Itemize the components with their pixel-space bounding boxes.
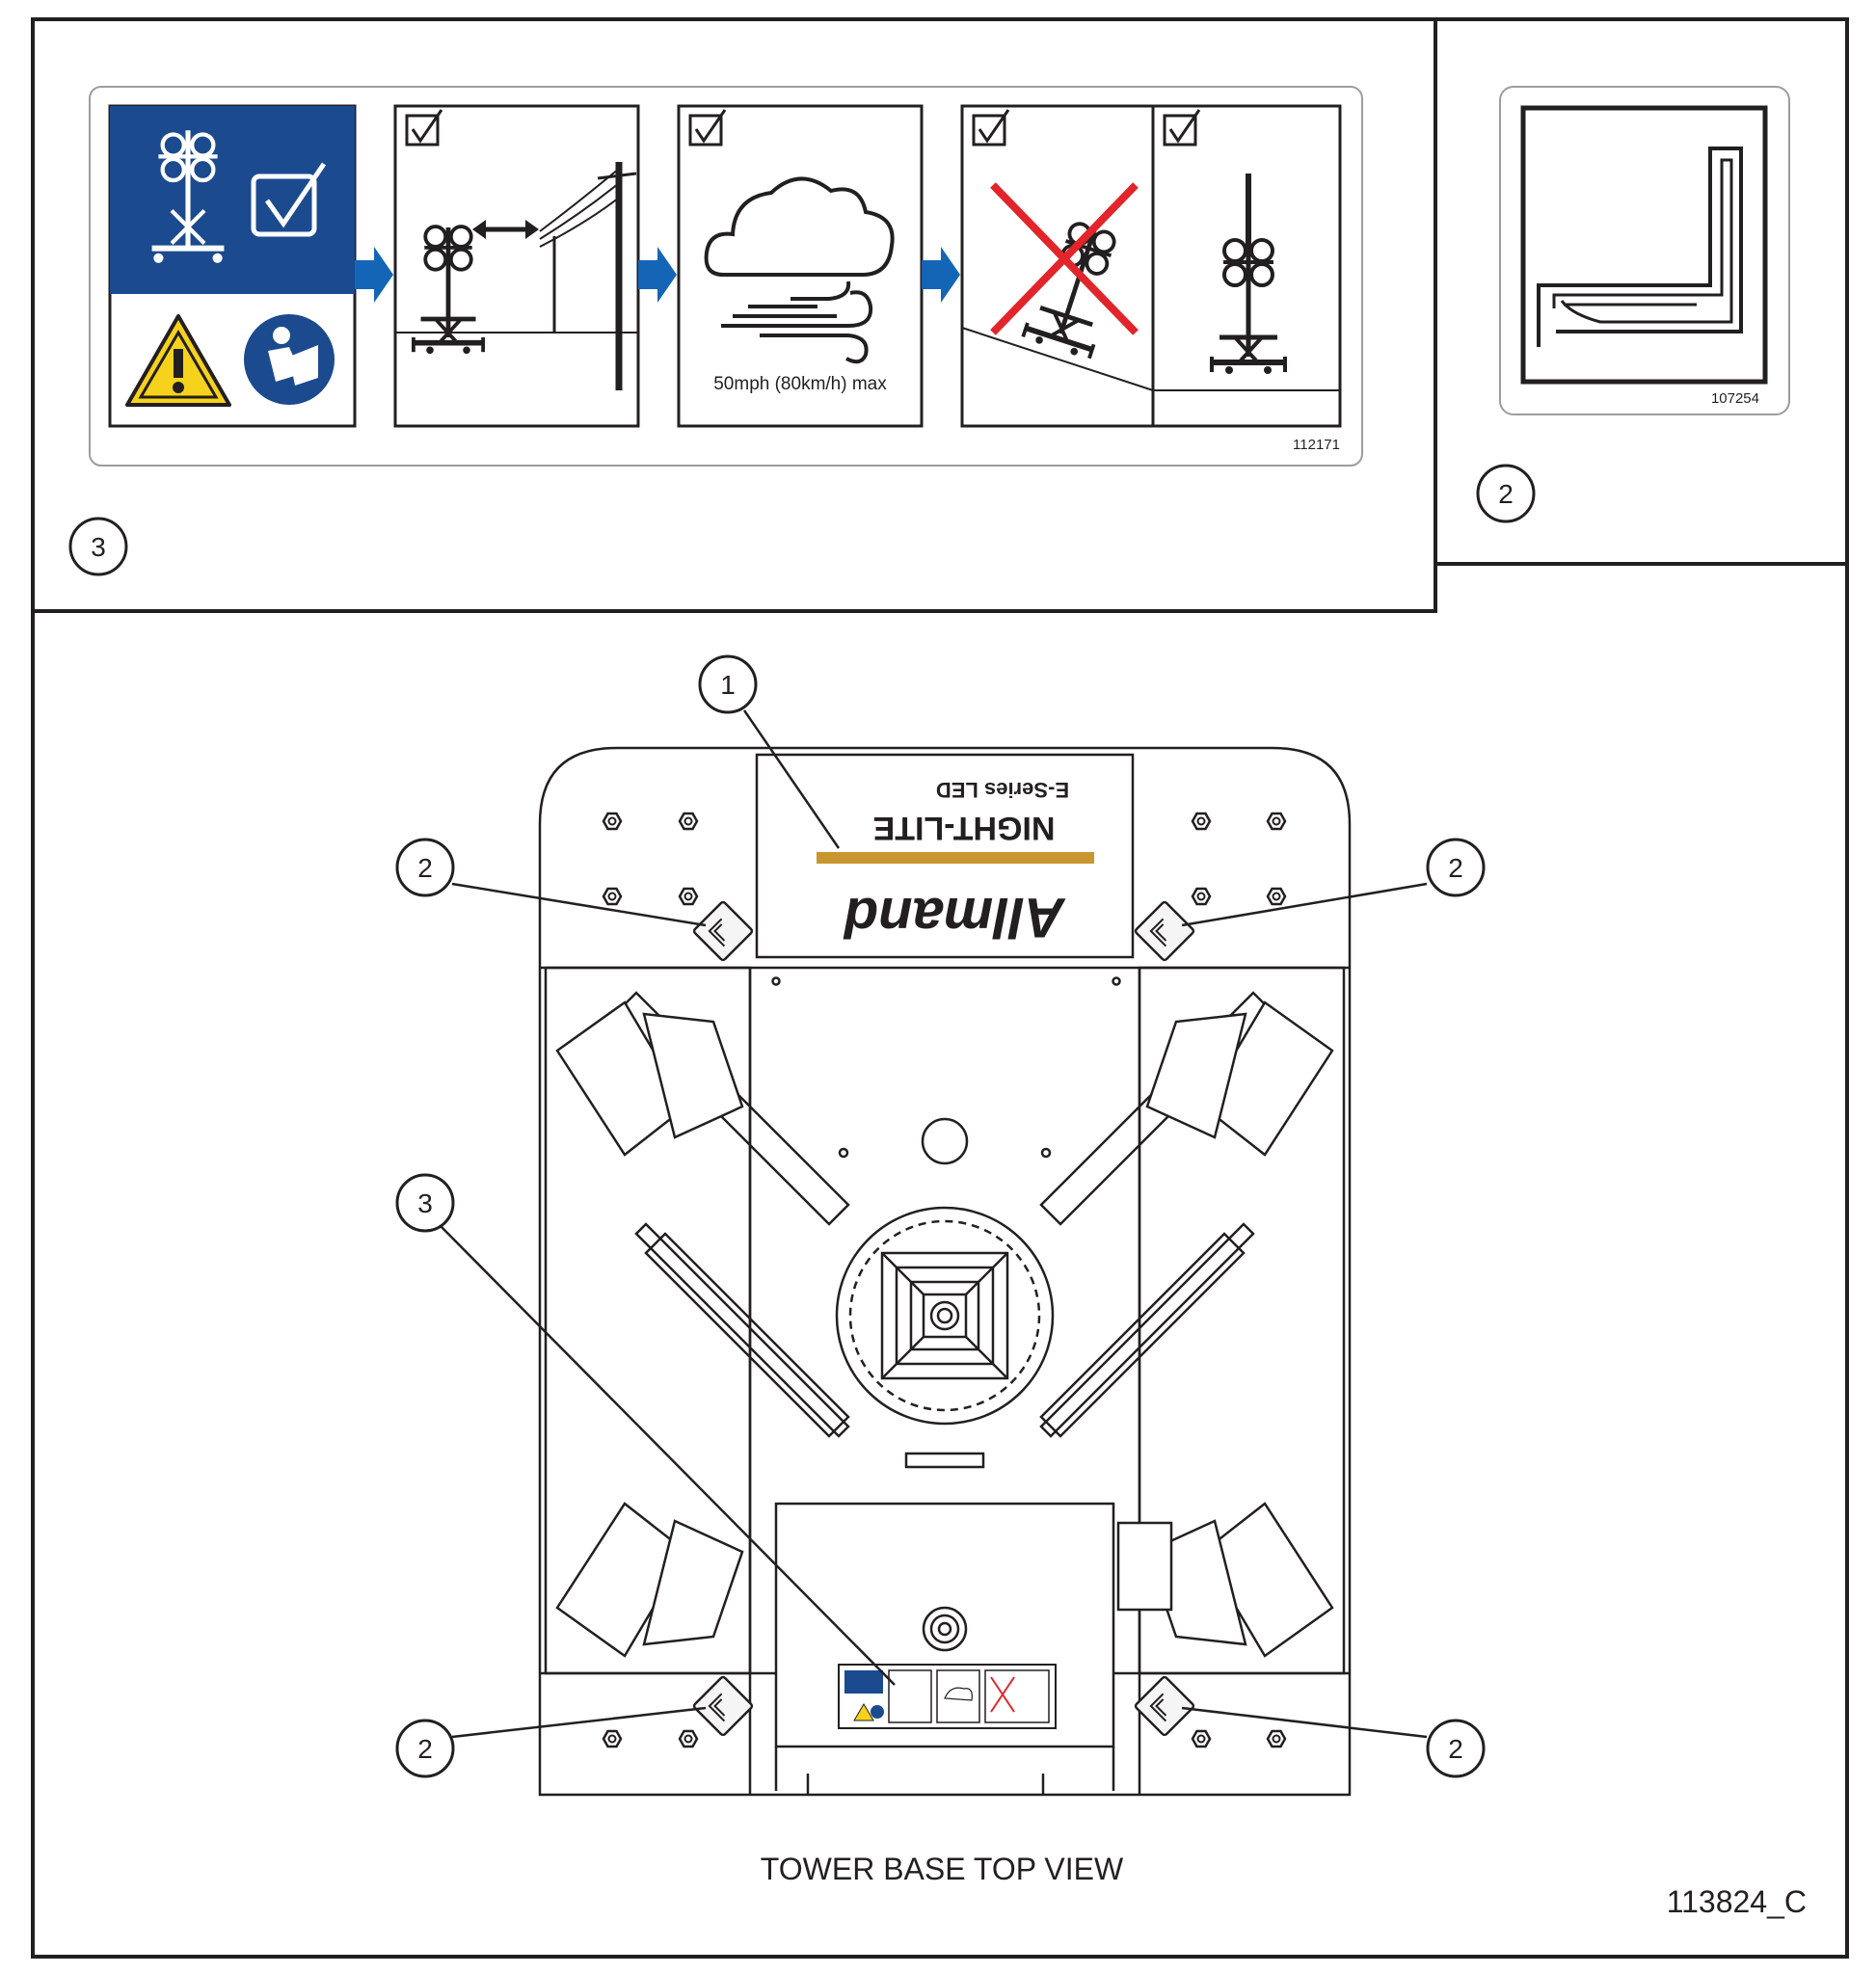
prohibited-icon: [990, 182, 1139, 335]
wind-limit-text: 50mph (80km/h) max: [713, 374, 887, 394]
svg-text:3: 3: [417, 1188, 433, 1218]
svg-text:3: 3: [91, 532, 106, 562]
decal-panel-level-ground: [960, 104, 1342, 428]
gold-stripe: [817, 852, 1094, 864]
read-manual-icon: [244, 314, 335, 405]
figure-id: 113824_C: [1667, 1884, 1807, 1919]
arrow-right-icon: [638, 247, 677, 303]
outrigger-arms: [615, 991, 1274, 1438]
warning-icon: [125, 314, 231, 407]
callout-2-top: 2: [1476, 464, 1536, 523]
callout-2-upper-left: 2: [395, 838, 455, 897]
series-text: E-Series LED: [936, 778, 1069, 802]
svg-text:2: 2: [417, 853, 433, 883]
arrow-right-icon: [922, 247, 960, 303]
callout-1: 1: [698, 654, 758, 714]
callout-2-upper-right: 2: [1426, 838, 1486, 897]
base-decal-112171: [838, 1664, 1057, 1729]
decal-3-panel: [31, 17, 1437, 613]
svg-text:1: 1: [720, 670, 736, 700]
callout-2-lower-left: 2: [395, 1719, 455, 1778]
leg-pads: [555, 1000, 1334, 1658]
svg-text:2: 2: [1448, 853, 1463, 883]
decal-2-part-number: 107254: [1711, 390, 1759, 407]
product-name-text: NIGHT-LITE: [873, 810, 1056, 846]
decal-panel-read-manual: [108, 104, 357, 428]
callout-2-lower-right: 2: [1426, 1719, 1486, 1778]
decal-panel-wind: 50mph (80km/h) max: [677, 104, 924, 428]
brand-plate: Allmand NIGHT-LITE E-Series LED: [817, 778, 1094, 948]
decal-3-part-number: 112171: [1293, 437, 1340, 453]
svg-text:2: 2: [1448, 1734, 1463, 1764]
light-tower-icon: [151, 130, 225, 263]
decal-panel-power-lines: [393, 104, 640, 428]
view-caption: TOWER BASE TOP VIEW: [761, 1852, 1124, 1886]
cloud-icon: [704, 176, 895, 277]
svg-text:2: 2: [1498, 479, 1514, 509]
svg-text:2: 2: [417, 1734, 433, 1764]
check-icon: [251, 162, 327, 237]
double-arrow-icon: [472, 220, 539, 239]
callout-3-top: 3: [68, 517, 128, 576]
leader-lines: [438, 709, 1428, 1739]
decal-107254: 107254: [1499, 86, 1790, 415]
callout-3-base: 3: [395, 1173, 455, 1233]
brand-logo-text: Allmand: [843, 886, 1066, 948]
arrow-right-icon: [355, 247, 393, 303]
wind-icon: [721, 280, 873, 364]
decal-112171: 50mph (80km/h) max 112171: [89, 86, 1363, 467]
